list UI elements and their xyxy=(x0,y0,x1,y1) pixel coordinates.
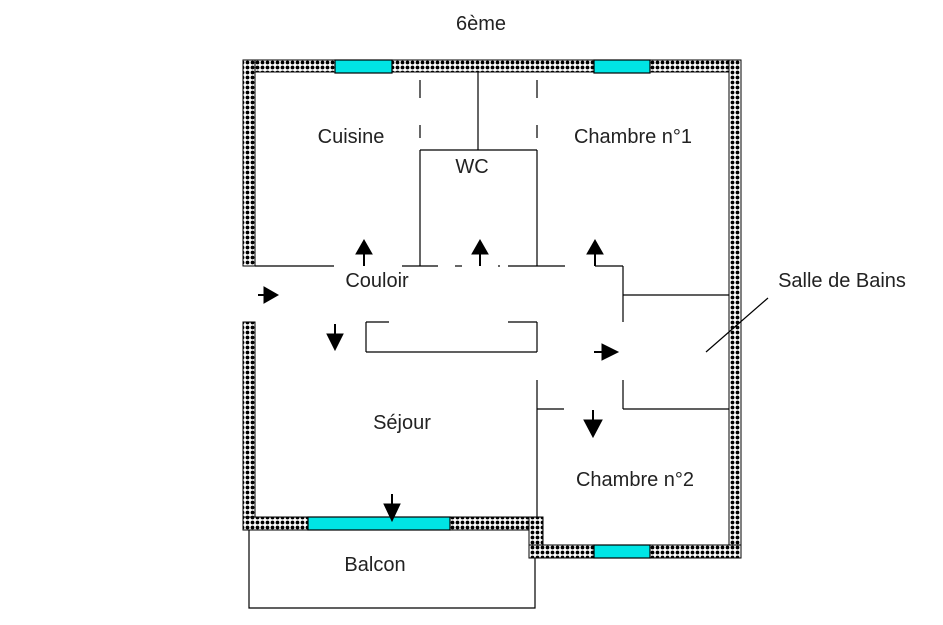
window-sejour xyxy=(307,516,451,531)
arrow-down-icon xyxy=(326,324,344,352)
arrow-up-icon xyxy=(471,238,489,266)
labels: 6ème Cuisine WC Chambre n°1 Couloir Sall… xyxy=(318,13,906,576)
window-chambre1 xyxy=(593,59,651,74)
windows xyxy=(307,59,651,559)
room-label-chambre1: Chambre n°1 xyxy=(574,126,692,148)
arrow-down-icon xyxy=(383,494,401,523)
floor-label: 6ème xyxy=(456,13,506,35)
room-label-chambre2: Chambre n°2 xyxy=(576,469,694,491)
window-chambre2 xyxy=(593,544,651,559)
wall-right xyxy=(728,59,742,559)
room-label-cuisine: Cuisine xyxy=(318,126,385,148)
arrow-up-icon xyxy=(586,238,604,266)
room-label-balcon: Balcon xyxy=(344,554,405,576)
room-label-wc: WC xyxy=(455,156,488,178)
room-label-salle-de-bains: Salle de Bains xyxy=(778,270,906,292)
room-label-sejour: Séjour xyxy=(373,412,431,434)
wall-top xyxy=(242,59,742,73)
window-cuisine xyxy=(334,59,393,74)
leader-line-salle-de-bains xyxy=(705,297,769,353)
door-arrows xyxy=(258,238,620,523)
wall-left-upper xyxy=(242,59,256,267)
arrow-up-icon xyxy=(355,238,373,266)
arrow-right-icon xyxy=(258,286,280,304)
arrow-right-icon xyxy=(594,343,620,361)
room-label-couloir: Couloir xyxy=(345,270,409,292)
arrow-down-icon xyxy=(583,410,603,439)
wall-left-lower xyxy=(242,321,256,531)
interior-walls xyxy=(248,72,769,609)
